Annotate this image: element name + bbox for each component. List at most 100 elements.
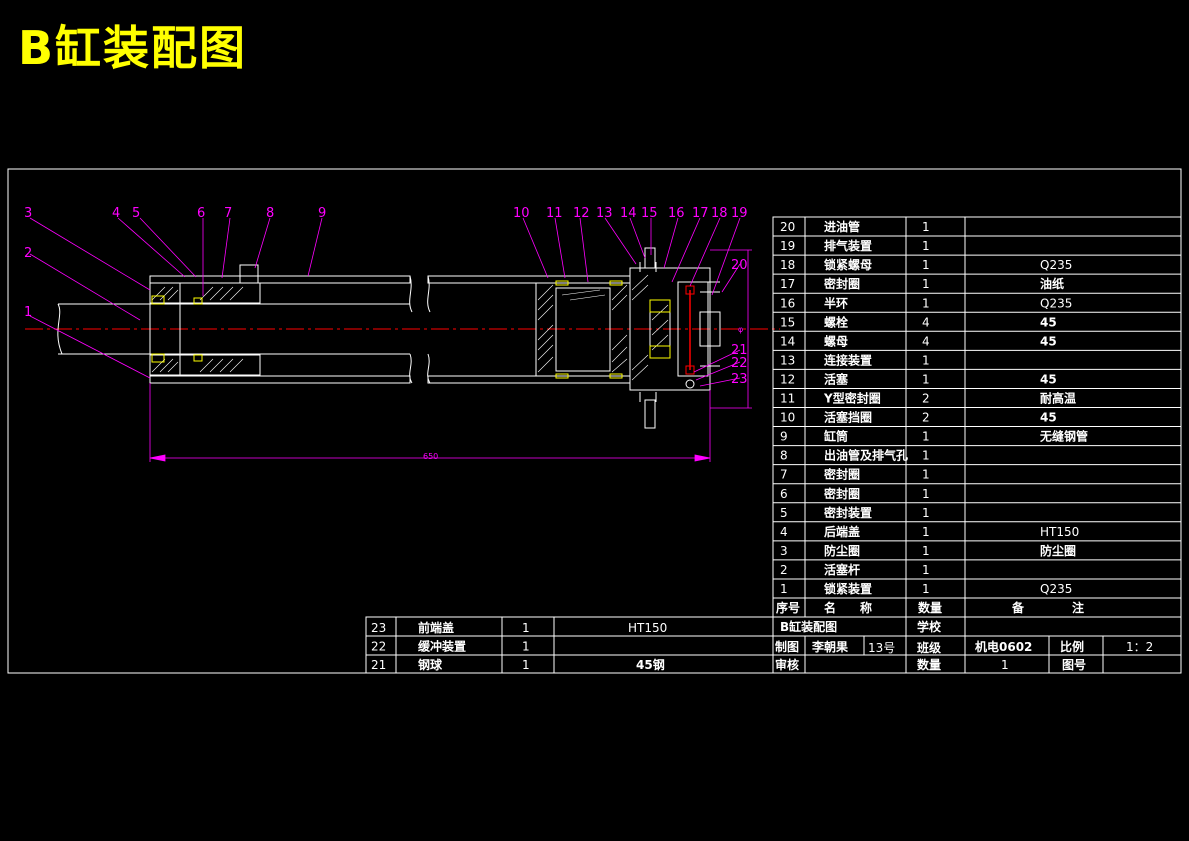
part-material: 耐高温: [1040, 391, 1076, 406]
callout-16: 16: [668, 206, 685, 221]
part-material: Q235: [1040, 582, 1072, 596]
part-name: 密封圈: [824, 486, 860, 501]
callout-18: 18: [711, 206, 728, 221]
part-qty: 2: [922, 392, 930, 406]
callout-13: 13: [596, 206, 613, 221]
part-qty: 1: [922, 487, 930, 501]
title-block-text: B缸装配图 学校 制图 李朝果 13号 班级 机电0602 比例 1：2 审核 …: [775, 619, 1153, 672]
drawn-by: 李朝果: [811, 639, 848, 654]
part-material: 油纸: [1040, 276, 1064, 291]
header-remark: 备 注: [1011, 600, 1084, 615]
cylinder-tube-bottom: [149, 375, 411, 384]
part-name: 半环: [824, 295, 848, 310]
part-no: 20: [780, 220, 795, 234]
callout-4: 4: [112, 206, 120, 221]
part-material: 45: [1040, 411, 1057, 425]
lower-part-material: 45钢: [636, 657, 665, 672]
class-value: 机电0602: [975, 639, 1032, 654]
scale-label: 比例: [1060, 639, 1084, 654]
part-qty: 1: [922, 525, 930, 539]
part-qty: 1: [922, 449, 930, 463]
part-name: 后端盖: [824, 524, 860, 539]
part-no: 3: [780, 544, 788, 558]
title-block-grid: [365, 616, 1182, 674]
callout-7: 7: [224, 206, 232, 221]
callout-6: 6: [197, 206, 205, 221]
header-no: 序号: [776, 600, 800, 615]
lower-part-name: 缓冲装置: [418, 639, 466, 654]
part-qty: 1: [922, 563, 930, 577]
part-name: 缸筒: [824, 429, 848, 444]
lower-part-qty: 1: [522, 640, 530, 654]
part-qty: 1: [922, 353, 930, 367]
lower-part-qty: 1: [522, 658, 530, 672]
school-label: 学校: [917, 619, 942, 634]
quantity-value: 1: [1001, 658, 1009, 672]
part-material: HT150: [1040, 525, 1079, 539]
part-qty: 1: [922, 239, 930, 253]
part-name: 连接装置: [824, 352, 872, 367]
part-no: 11: [780, 392, 795, 406]
part-qty: 1: [922, 277, 930, 291]
header-qty: 数量: [918, 600, 942, 615]
part-qty: 1: [922, 506, 930, 520]
part-qty: 1: [922, 296, 930, 310]
part-no: 6: [780, 487, 788, 501]
part-name: 密封圈: [824, 276, 860, 291]
part-name: 活塞杆: [824, 562, 860, 577]
part-name: Y型密封圈: [823, 391, 881, 406]
part-no: 8: [780, 449, 788, 463]
part-name: 防尘圈: [824, 543, 860, 558]
part-no: 9: [780, 430, 788, 444]
detail-accents: [151, 280, 695, 389]
part-name: 螺栓: [824, 314, 848, 329]
lower-part-name: 钢球: [418, 657, 443, 672]
quantity-label: 数量: [917, 657, 941, 672]
drawing-name: B缸装配图: [780, 619, 837, 634]
part-no: 12: [780, 372, 795, 386]
lower-part-no: 22: [371, 640, 386, 654]
part-qty: 1: [922, 258, 930, 272]
lower-part-material: HT150: [628, 621, 667, 635]
callout-14: 14: [620, 206, 637, 221]
drawing-frame: [7, 168, 1182, 674]
class-label: 班级: [917, 640, 941, 655]
header-name: 名 称: [824, 600, 872, 615]
part-no: 19: [780, 239, 795, 253]
part-no: 14: [780, 334, 795, 348]
lower-part-no: 23: [371, 621, 386, 635]
lower-part-qty: 1: [522, 621, 530, 635]
part-name: 活塞: [824, 371, 849, 386]
parts-list-header: 序号 名 称 数量 备 注: [776, 600, 1084, 615]
callout-8: 8: [266, 206, 274, 221]
callout-2: 2: [24, 246, 32, 261]
part-no: 13: [780, 353, 795, 367]
part-material: 45: [1040, 372, 1057, 386]
part-qty: 1: [922, 468, 930, 482]
dimension-length-label: 650: [423, 452, 438, 461]
part-name: 密封装置: [824, 505, 872, 520]
part-no: 2: [780, 563, 788, 577]
callout-9: 9: [318, 206, 326, 221]
piston-rod: [58, 303, 410, 355]
part-no: 4: [780, 525, 788, 539]
part-material: 防尘圈: [1040, 543, 1076, 558]
part-name: 锁紧螺母: [824, 257, 872, 272]
lower-part-name: 前端盖: [418, 620, 454, 635]
drawing-no-label: 图号: [1062, 657, 1086, 672]
part-name: 出油管及排气孔: [824, 448, 908, 463]
page-title: B缸装配图: [18, 21, 248, 75]
part-qty: 1: [922, 544, 930, 558]
part-qty: 4: [922, 334, 930, 348]
part-no: 5: [780, 506, 788, 520]
callout-1: 1: [24, 305, 32, 320]
part-material: Q235: [1040, 258, 1072, 272]
callout-labels: 1 2 3 4 5 6 7 8 9 10 11 12 13 14 15 16 1…: [24, 206, 748, 387]
callout-22: 22: [731, 356, 748, 371]
part-qty: 2: [922, 411, 930, 425]
part-qty: 1: [922, 220, 930, 234]
part-no: 16: [780, 296, 795, 310]
callout-21: 21: [731, 343, 748, 358]
